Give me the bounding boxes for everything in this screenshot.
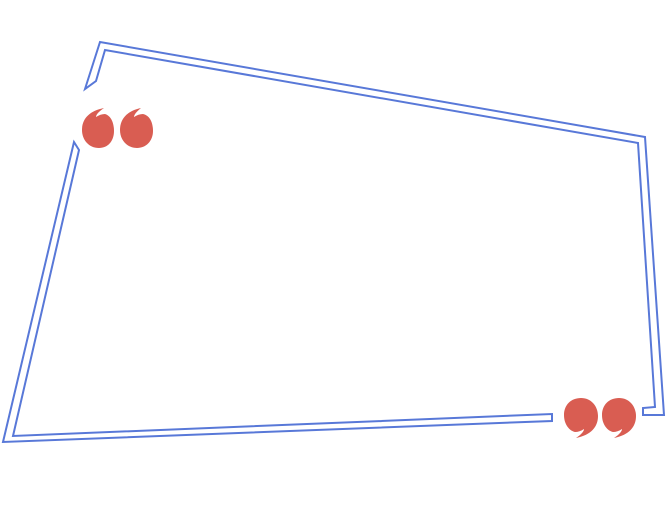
opening-quote-right-dot	[120, 108, 153, 148]
closing-quotation-mark-icon	[564, 398, 636, 438]
opening-quotation-mark-icon	[82, 108, 153, 148]
opening-quote-left-dot	[82, 108, 114, 148]
closing-quote-left-dot	[564, 398, 598, 438]
quote-frame-outer-border	[1, 40, 666, 444]
closing-quote-right-dot	[602, 398, 636, 438]
